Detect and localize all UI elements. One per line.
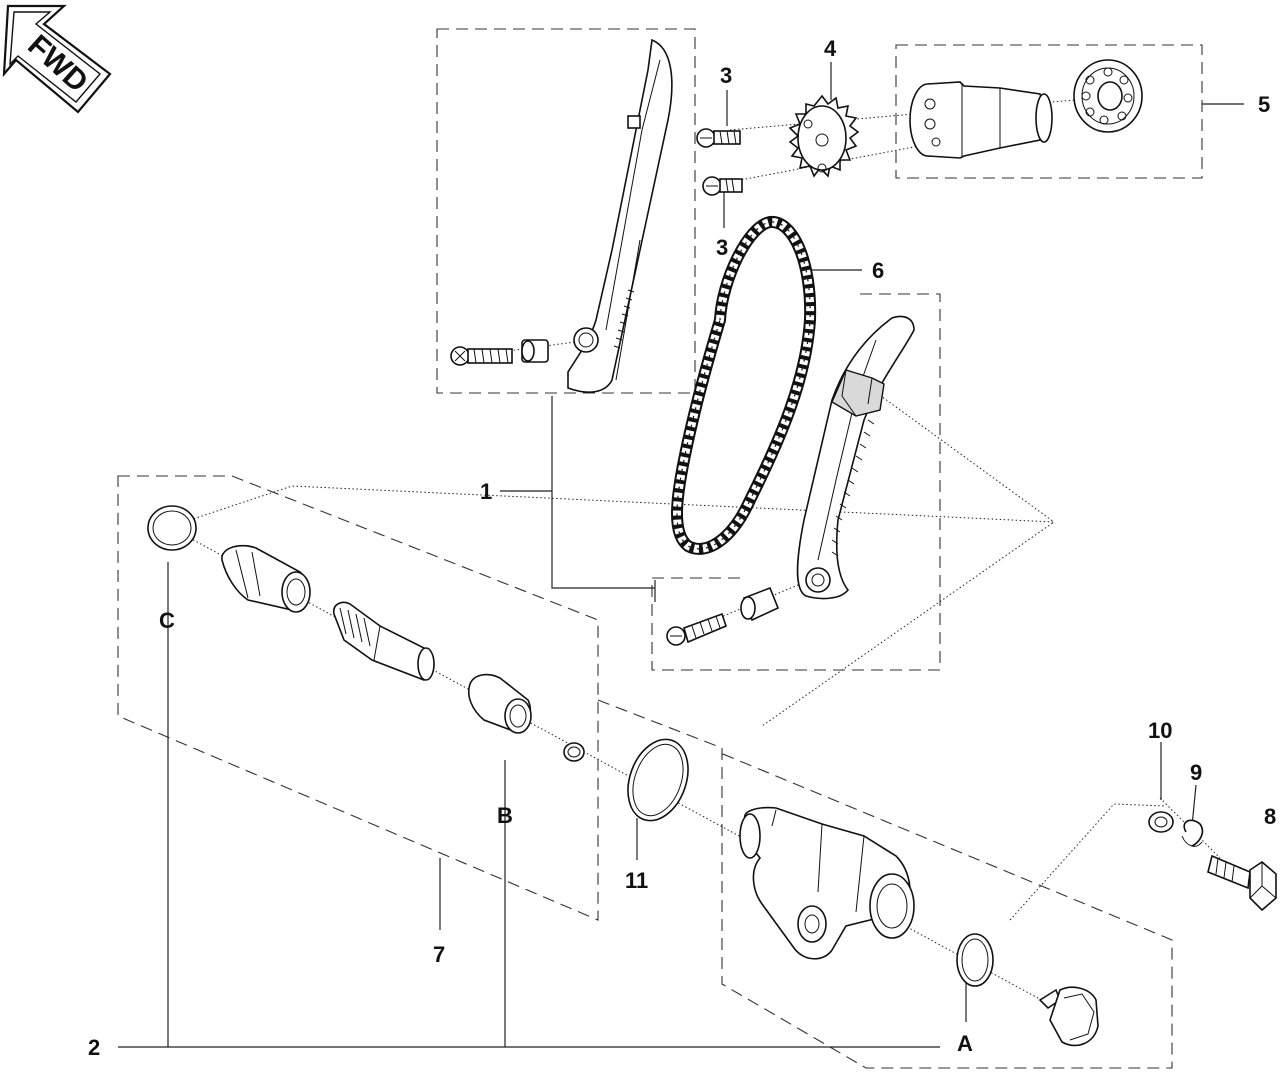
circlip-c bbox=[147, 505, 197, 551]
callout-c: C bbox=[159, 608, 175, 633]
ref-axis-tensioner bbox=[185, 535, 1061, 1011]
callout-4: 4 bbox=[824, 36, 837, 61]
callout-a: A bbox=[957, 1031, 973, 1056]
leader-2 bbox=[118, 562, 940, 1048]
gasket-11 bbox=[627, 738, 689, 822]
callout-3-top: 3 bbox=[720, 63, 732, 88]
callout-1: 1 bbox=[480, 479, 492, 504]
sprocket-bolt-lower bbox=[702, 176, 743, 196]
tensioner-guide-bolt bbox=[666, 612, 727, 646]
spring-bushing-b bbox=[468, 673, 532, 734]
guide-bushing-top bbox=[521, 339, 549, 363]
camshaft bbox=[909, 81, 1053, 159]
tensioner-sleeve bbox=[221, 544, 311, 613]
callout-8: 8 bbox=[1264, 804, 1276, 829]
tensioner-plunger bbox=[332, 601, 435, 681]
ref-line-c bbox=[1009, 803, 1165, 921]
guide-bolt-top bbox=[450, 346, 513, 366]
callout-3-bottom: 3 bbox=[716, 235, 728, 260]
callout-2: 2 bbox=[88, 1035, 100, 1060]
callout-11: 11 bbox=[625, 868, 648, 893]
callout-6: 6 bbox=[872, 258, 884, 283]
tensioner-guide-rail bbox=[796, 315, 915, 600]
camshaft-bearing bbox=[1073, 59, 1143, 133]
hex-bolt-8 bbox=[1207, 854, 1277, 912]
timing-chain bbox=[671, 216, 817, 555]
callout-9: 9 bbox=[1190, 760, 1202, 785]
group-box-tensioner-body bbox=[597, 699, 1173, 1069]
cam-sprocket bbox=[788, 94, 860, 178]
callout-10: 10 bbox=[1148, 718, 1172, 743]
washer-10 bbox=[1148, 811, 1174, 833]
callout-7: 7 bbox=[433, 942, 445, 967]
callout-5: 5 bbox=[1258, 92, 1270, 117]
chain-guide-rail bbox=[567, 38, 673, 393]
fwd-arrow-badge: FWD bbox=[2, 4, 112, 114]
small-o-ring bbox=[563, 742, 585, 762]
group-box-guide-1 bbox=[436, 28, 696, 394]
ref-line-a bbox=[189, 485, 1056, 727]
sprocket-bolt-upper bbox=[696, 128, 741, 148]
ref-line-b bbox=[869, 387, 1055, 523]
callout-b: B bbox=[497, 803, 513, 828]
leader-9 bbox=[1191, 784, 1197, 827]
tensioner-cap-bolt bbox=[1038, 986, 1099, 1047]
tensioner-guide-bushing bbox=[740, 586, 780, 622]
group-box-camshaft-5 bbox=[895, 44, 1203, 179]
lock-washer-9 bbox=[1181, 819, 1204, 847]
o-ring-a bbox=[956, 933, 994, 987]
group-box-tensioner-7 bbox=[117, 475, 599, 921]
tensioner-body bbox=[739, 806, 915, 960]
group-box-tensioner-guide bbox=[651, 293, 941, 671]
leader-1 bbox=[500, 396, 656, 602]
